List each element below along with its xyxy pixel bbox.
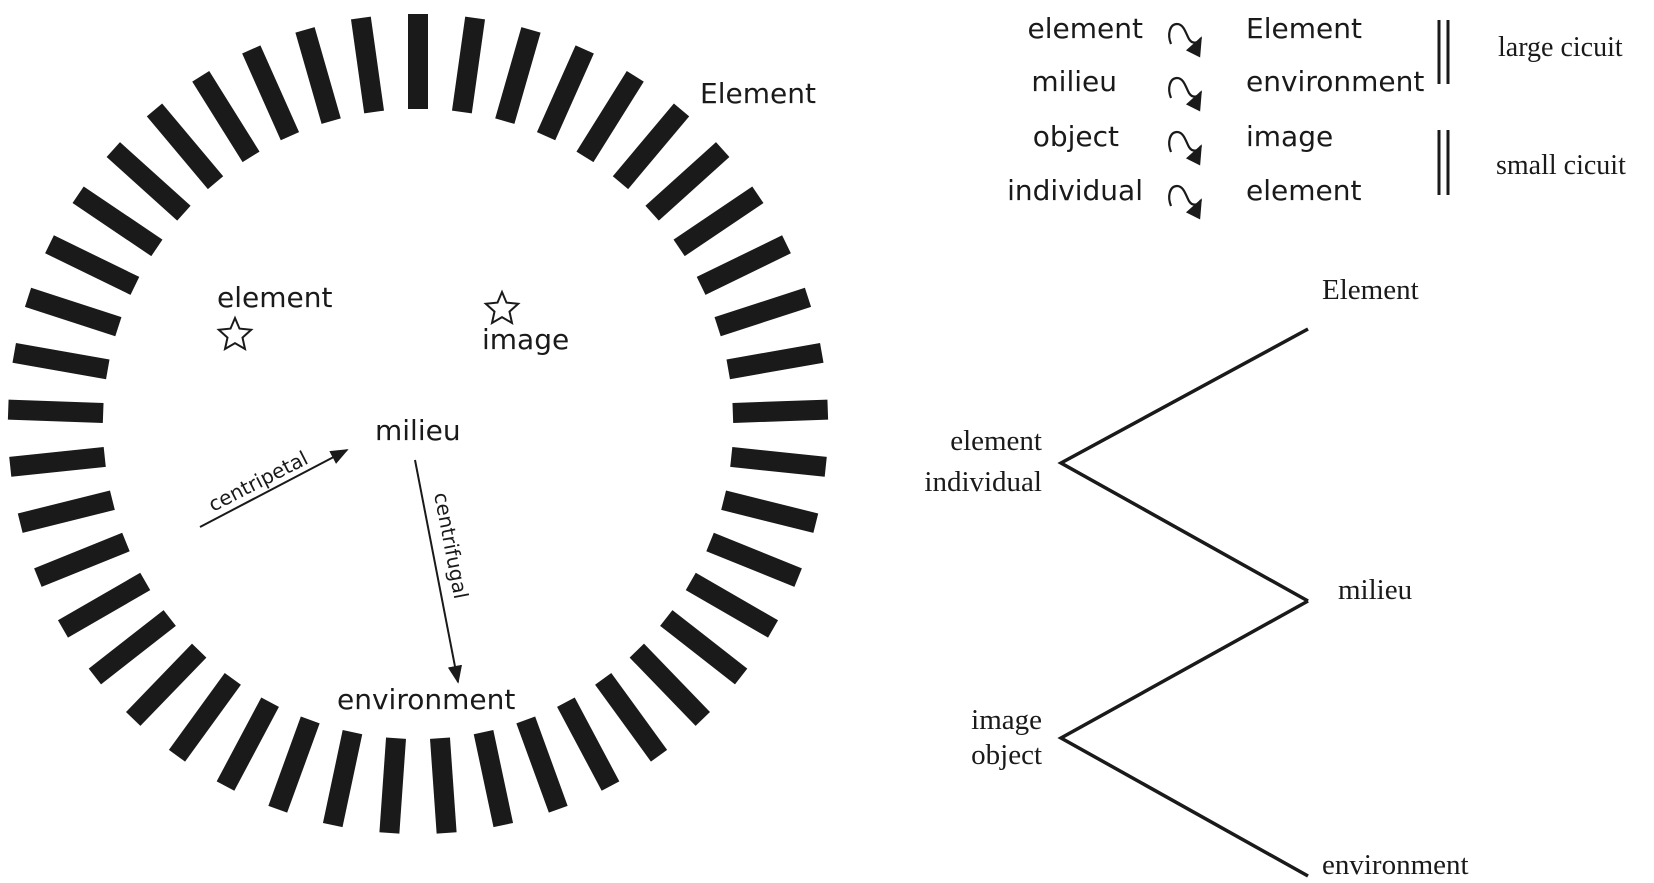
zigzag-label-bottom: environment [1322, 849, 1469, 881]
ring-bar [612, 103, 690, 190]
ring-bar [168, 672, 241, 762]
centrifugal-arrow [414, 459, 462, 684]
ring-top-label: Element [700, 77, 816, 110]
ring-bar [17, 490, 115, 533]
swirl-arrow-icon [1168, 130, 1202, 166]
ring-bar [473, 730, 514, 828]
ring-bar [685, 572, 779, 638]
ring-label-environment: environment [337, 683, 515, 716]
ring-bar [730, 446, 827, 477]
ring-bar [322, 730, 363, 828]
ring-bar [45, 235, 140, 295]
ring-label-milieu: milieu [375, 414, 461, 447]
swirl-arrow-icon [1168, 76, 1202, 112]
legend-row-3-right: image [1246, 120, 1333, 153]
ring-bar [192, 71, 260, 163]
ring-label-element: element [217, 281, 332, 314]
ring-bar [516, 716, 568, 813]
legend-row-2-left: milieu [1031, 65, 1117, 98]
legend-row-3-left: object [1033, 120, 1119, 153]
ring-bar [595, 672, 668, 762]
centripetal-label: centripetal [204, 446, 311, 517]
centripetal-arrow [199, 449, 349, 528]
zigzag-label-top: Element [1322, 274, 1419, 306]
ring-bar [350, 16, 385, 114]
ring-bar [72, 186, 163, 257]
ring-bar [216, 697, 279, 791]
ring-bar [7, 399, 104, 423]
ring-bar [12, 343, 110, 380]
legend-row-2-right: environment [1246, 65, 1424, 98]
ring-bar [696, 235, 791, 295]
ring-bar [88, 610, 176, 685]
ring-bar [536, 45, 594, 141]
zigzag-label-image: image [971, 704, 1042, 736]
legend-row-1-left: element [1028, 12, 1143, 45]
legend-row-4-right: element [1246, 174, 1361, 207]
ring-bar [379, 737, 406, 834]
star-icon [483, 289, 521, 326]
small-circuit-bracket [1437, 130, 1450, 195]
ring-bar [721, 490, 819, 533]
ring-bar [714, 287, 812, 337]
ring-bar [495, 27, 541, 124]
zigzag-lower [1057, 599, 1309, 878]
ring-bars [7, 14, 829, 834]
ring-bar [295, 27, 341, 124]
ring-bar [146, 103, 224, 190]
ring-bar [408, 14, 428, 109]
ring-label-image: image [482, 323, 569, 356]
ring-bar [126, 643, 207, 726]
large-circuit-label: large cicuit [1498, 32, 1623, 63]
ring-bar [242, 45, 300, 141]
centrifugal-label: centrifugal [429, 490, 473, 600]
swirl-arrow-icon [1168, 22, 1202, 58]
ring-bar [57, 572, 151, 638]
legend-row-4-left: individual [1007, 174, 1143, 207]
ring-bar [576, 71, 644, 163]
ring-bar [106, 142, 191, 221]
ring-bar [451, 16, 486, 114]
ring-bar [645, 142, 730, 221]
ring-bar [557, 697, 620, 791]
ring-bar [673, 186, 764, 257]
zigzag-diagram: Element element individual milieu image … [924, 274, 1468, 881]
zigzag-upper [1057, 327, 1309, 603]
star-icon [216, 315, 254, 352]
small-circuit-label: small cicuit [1496, 150, 1626, 181]
ring-bar [706, 532, 802, 587]
ring-bar [24, 287, 122, 337]
ring-bar [9, 446, 106, 477]
ring-bar [629, 643, 710, 726]
ring-bar [726, 343, 824, 380]
legend: element Element milieu environment objec… [1007, 12, 1626, 220]
ring-bar [430, 737, 457, 834]
large-circuit-bracket [1437, 20, 1450, 84]
swirl-arrow-icon [1168, 184, 1202, 220]
ring-bar [34, 532, 130, 587]
zigzag-label-individual: individual [924, 466, 1042, 498]
zigzag-label-object: object [971, 739, 1042, 771]
ring-bar [732, 399, 829, 423]
ring-bar [660, 610, 748, 685]
ring-bar [268, 716, 320, 813]
legend-row-1-right: Element [1246, 12, 1362, 45]
zigzag-label-milieu: milieu [1338, 574, 1412, 606]
zigzag-label-element: element [950, 425, 1042, 457]
